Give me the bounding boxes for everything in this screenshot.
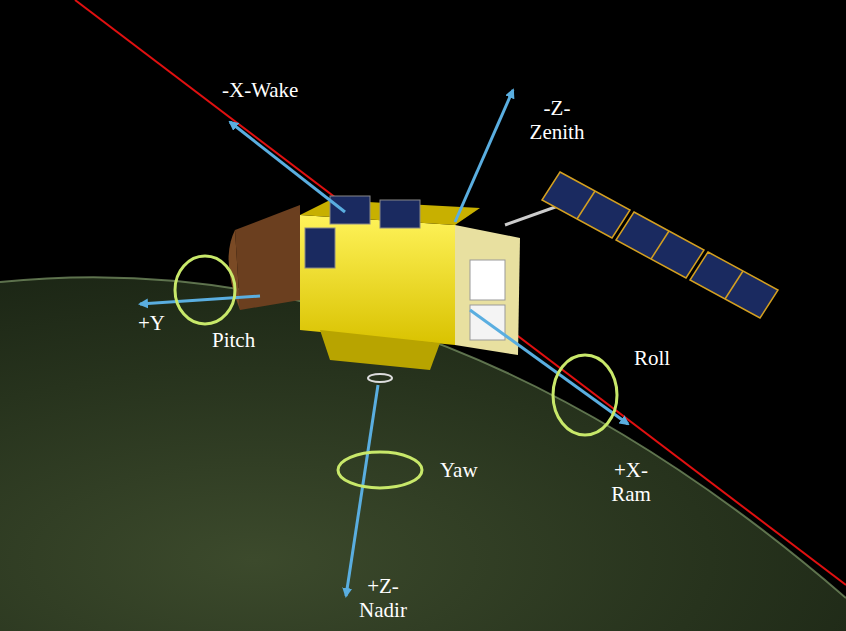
satellite-body [229, 196, 520, 382]
axis-label: -X-Wake [222, 78, 298, 102]
rotation-label: Pitch [212, 328, 255, 352]
rotation-label: Roll [634, 346, 670, 370]
axis-label: -Z- Zenith [522, 96, 592, 144]
axis-label: +Y [138, 311, 165, 335]
rotation-label: Yaw [440, 458, 478, 482]
axis-label: +Z- Nadir [352, 574, 414, 622]
orbit-line [75, 0, 846, 585]
solar-array [542, 172, 778, 318]
axis-label: +X- Ram [602, 458, 660, 506]
rotation-rings [175, 256, 617, 488]
axis-arrows [140, 90, 628, 596]
